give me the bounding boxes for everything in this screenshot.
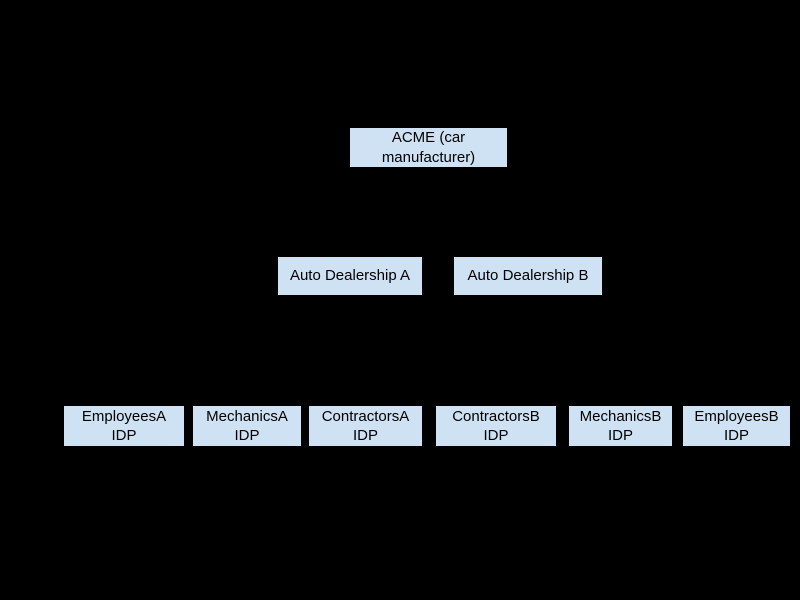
node-contractors-a-idp: ContractorsA IDP — [308, 405, 423, 447]
node-mechanics-a-idp: MechanicsA IDP — [192, 405, 302, 447]
node-acme-car-manufacturer: ACME (car manufacturer) — [349, 127, 508, 168]
node-employees-b-idp: EmployeesB IDP — [682, 405, 791, 447]
node-contractors-b-idp: ContractorsB IDP — [435, 405, 557, 447]
node-auto-dealership-b: Auto Dealership B — [453, 256, 603, 296]
node-auto-dealership-a: Auto Dealership A — [277, 256, 423, 296]
node-mechanics-b-idp: MechanicsB IDP — [568, 405, 673, 447]
node-employees-a-idp: EmployeesA IDP — [63, 405, 185, 447]
